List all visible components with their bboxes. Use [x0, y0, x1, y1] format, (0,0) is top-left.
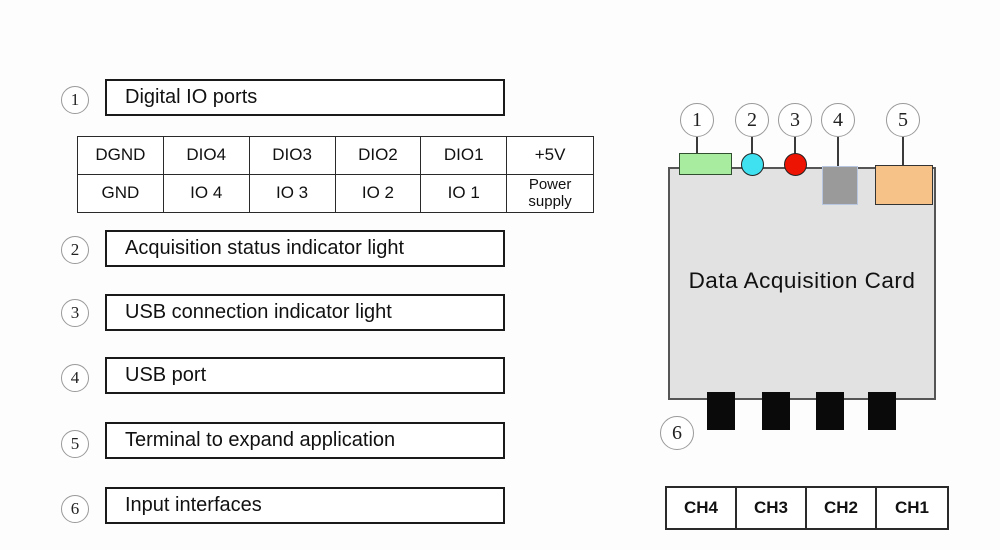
- io-table-cell: GND: [78, 174, 164, 212]
- legend-label-text: Digital IO ports: [125, 86, 258, 108]
- input-pin-ch3: [762, 392, 790, 430]
- io-table-header-cell: DIO2: [335, 137, 422, 175]
- leader-line-2: [751, 137, 753, 154]
- legend-callout-1-icon: 1: [61, 86, 89, 114]
- card-title: Data Acquisition Card: [688, 268, 916, 293]
- leader-line-5: [902, 137, 904, 166]
- legend-label-usb-port: USB port: [105, 357, 505, 394]
- callout-number: 1: [70, 90, 80, 109]
- channel-cell: CH4: [667, 488, 737, 528]
- legend-callout-4-icon: 4: [61, 364, 89, 392]
- callout-number: 2: [747, 108, 757, 131]
- usb-port-block: [822, 166, 858, 205]
- callout-number: 4: [70, 368, 80, 387]
- diagram-callout-1-icon: 1: [680, 103, 714, 137]
- io-table-header-cell: DIO1: [421, 137, 508, 175]
- usb-connection-led-icon: [784, 153, 807, 176]
- channel-cell: CH3: [737, 488, 807, 528]
- io-table-header-cell: DIO4: [163, 137, 250, 175]
- leader-line-1: [696, 137, 698, 154]
- io-table-header-cell: DGND: [78, 137, 164, 175]
- diagram-callout-2-icon: 2: [735, 103, 769, 137]
- legend-label-text: USB connection indicator light: [125, 301, 392, 323]
- legend-label-text: USB port: [125, 364, 207, 386]
- io-table-header-cell: DIO3: [249, 137, 336, 175]
- legend-label-text: Input interfaces: [125, 494, 262, 516]
- leader-line-4: [837, 137, 839, 167]
- legend-callout-6-icon: 6: [61, 495, 89, 523]
- io-table-cell: IO 1: [421, 174, 508, 212]
- callout-number: 3: [70, 303, 80, 322]
- diagram-callout-4-icon: 4: [821, 103, 855, 137]
- callout-number: 6: [70, 499, 80, 518]
- legend-label-acquisition-status: Acquisition status indicator light: [105, 230, 505, 267]
- io-table-cell: IO 2: [336, 174, 422, 212]
- digital-io-port-block: [679, 153, 732, 175]
- callout-number: 5: [898, 108, 908, 131]
- legend-label-text: Acquisition status indicator light: [125, 237, 405, 259]
- diagram-callout-5-icon: 5: [886, 103, 920, 137]
- legend-callout-5-icon: 5: [61, 430, 89, 458]
- io-table-cell: IO 3: [250, 174, 336, 212]
- callout-number: 5: [70, 434, 80, 453]
- channel-cell: CH2: [807, 488, 877, 528]
- diagram-callout-6-icon: 6: [660, 416, 694, 450]
- callout-number: 4: [833, 108, 843, 131]
- legend-label-text: Terminal to expand application: [125, 429, 396, 451]
- channel-cell: CH1: [894, 498, 929, 517]
- legend-callout-3-icon: 3: [61, 299, 89, 327]
- leader-line-3: [794, 137, 796, 154]
- callout-number: 2: [70, 240, 80, 259]
- input-pin-ch4: [707, 392, 735, 430]
- acquisition-status-led-icon: [741, 153, 764, 176]
- io-table-header-cell: +5V: [507, 137, 593, 175]
- diagram-callout-3-icon: 3: [778, 103, 812, 137]
- io-table-cell: IO 4: [164, 174, 250, 212]
- legend-label-input-interfaces: Input interfaces: [105, 487, 505, 524]
- input-pin-ch2: [816, 392, 844, 430]
- input-pin-ch1: [868, 392, 896, 430]
- callout-number: 1: [692, 108, 702, 131]
- io-table-cell: Power supply: [528, 176, 572, 211]
- expansion-terminal-block: [875, 165, 933, 205]
- data-acquisition-card-body: [668, 167, 936, 400]
- callout-number: 3: [790, 108, 800, 131]
- digital-io-table: DGND DIO4 DIO3 DIO2 DIO1 +5V GND IO 4 IO…: [77, 136, 594, 213]
- callout-number: 6: [672, 421, 682, 444]
- channel-table: CH4 CH3 CH2 CH1: [665, 486, 949, 530]
- legend-label-digital-io-ports: Digital IO ports: [105, 79, 505, 116]
- legend-callout-2-icon: 2: [61, 236, 89, 264]
- legend-label-usb-connection: USB connection indicator light: [105, 294, 505, 331]
- legend-label-expansion-terminal: Terminal to expand application: [105, 422, 505, 459]
